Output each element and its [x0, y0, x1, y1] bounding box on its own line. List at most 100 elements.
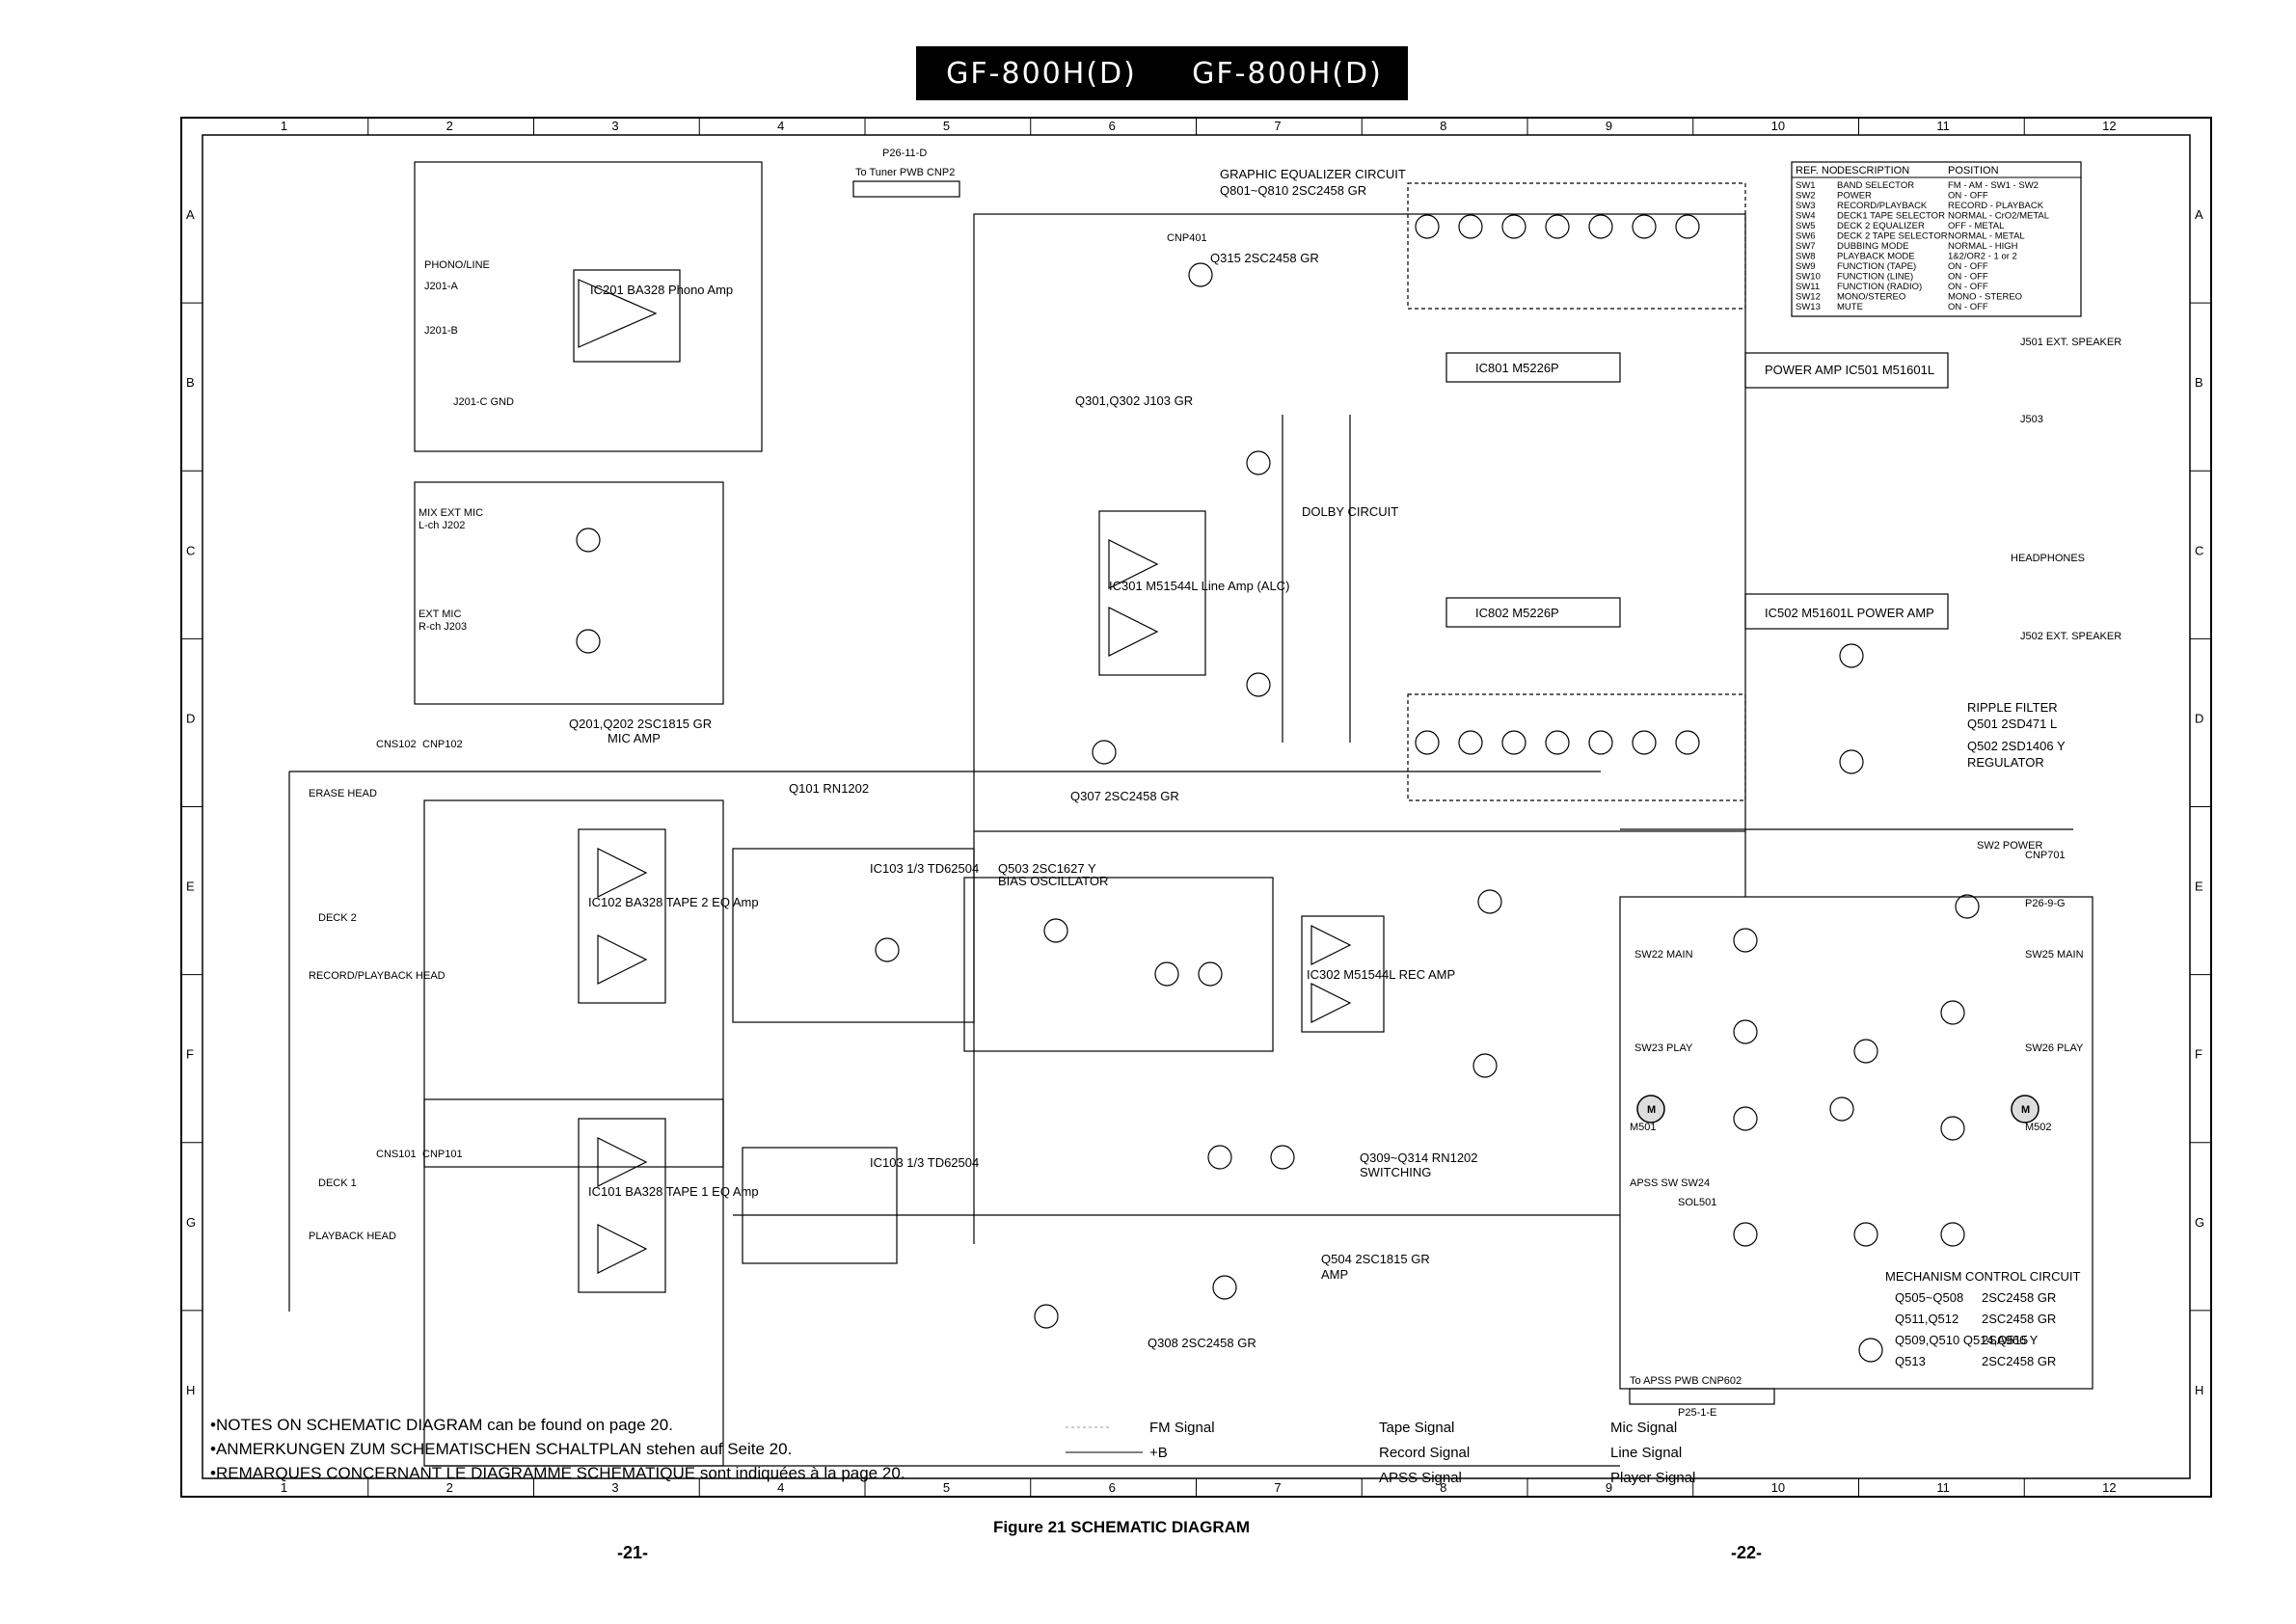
ic301-box [1098, 510, 1206, 676]
ic201-amp [578, 279, 658, 348]
switch-table-cell: FUNCTION (LINE) [1837, 272, 1913, 283]
legend-record: Record Signal [1379, 1445, 1471, 1461]
transistor-symbol [1940, 1222, 1965, 1247]
erase-head-label: ERASE HEAD [309, 788, 377, 799]
m501-motor [1636, 1095, 1665, 1123]
switch-table-cell: FUNCTION (RADIO) [1837, 282, 1922, 292]
grid-row-left: B [186, 375, 195, 390]
mech-row-type: 2SC2458 GR [1982, 1354, 2056, 1368]
mech-row-part: Q513 [1895, 1354, 1926, 1368]
switch-table-cell: DECK 2 EQUALIZER [1837, 221, 1925, 231]
grid-col-top: 12 [2102, 119, 2116, 133]
transistor-symbol [1853, 1222, 1878, 1247]
switch-table-cell: DUBBING MODE [1837, 241, 1908, 252]
grid-col-bottom: 2 [446, 1480, 453, 1495]
transistor-symbol [1415, 730, 1440, 755]
grid-col-top: 1 [281, 119, 287, 133]
transistor-symbol [1588, 214, 1613, 239]
mix-ext-mic-label: MIX EXT MIC [419, 507, 483, 519]
ic801-label: IC801 M5226P [1475, 361, 1559, 375]
j201b-label: J201-B [424, 325, 458, 337]
apss-connector [1629, 1388, 1775, 1405]
transistor-symbol [1092, 740, 1117, 765]
grid-col-top: 6 [1109, 119, 1116, 133]
sw2-label: SW2 POWER [1977, 840, 2043, 852]
cnp101-label: CNP101 [422, 1149, 463, 1160]
regulator-label: REGULATOR [1967, 755, 2044, 770]
grid-row-right: E [2195, 880, 2203, 894]
transistor-symbol [1501, 214, 1526, 239]
switch-table-cell: SW9 [1796, 261, 1816, 272]
switch-table-header: POSITION [1948, 165, 1999, 176]
page-number-right: -22- [1731, 1543, 1763, 1562]
figure-caption: Figure 21 SCHEMATIC DIAGRAM [993, 1518, 1251, 1536]
grid-col-top: 7 [1274, 119, 1281, 133]
grid-row-right: D [2195, 711, 2203, 725]
grid-row-left: G [186, 1215, 196, 1230]
q101-label: Q101 RN1202 [789, 781, 869, 796]
phono-section [414, 161, 763, 452]
grid-col-top: 11 [1936, 119, 1950, 133]
switch-table-cell: FM - AM - SW1 - SW2 [1948, 180, 2039, 191]
ic103-bottom [742, 1147, 898, 1264]
transistor-symbol [1545, 214, 1570, 239]
rec-play-head-label: RECORD/PLAYBACK HEAD [309, 970, 446, 982]
switch-table-cell: ON - OFF [1948, 261, 1988, 272]
mech-row-part: Q509,Q510 Q514,Q515 [1895, 1333, 2028, 1347]
switch-table-cell: SW3 [1796, 201, 1816, 211]
transistor-symbol [1212, 1275, 1237, 1300]
cnp102-label: CNP102 [422, 739, 463, 750]
switch-table-header: DESCRIPTION [1837, 165, 1909, 176]
transistor-symbol [1588, 730, 1613, 755]
transistor-symbol [1940, 1116, 1965, 1141]
page-number-left: -21- [617, 1543, 649, 1562]
grid-row-right: A [2195, 207, 2203, 222]
grid-row-left: A [186, 207, 195, 222]
transistor-symbol [1246, 450, 1271, 475]
switch-table-cell: POWER [1837, 191, 1872, 202]
switch-table-cell: NORMAL - CrO2/METAL [1948, 211, 2049, 222]
cns101-label: CNS101 [376, 1149, 417, 1160]
grid-col-bottom: 12 [2102, 1480, 2116, 1495]
eq-bottom-transistors [1407, 693, 1746, 801]
switch-table-cell: ON - OFF [1948, 272, 1988, 283]
switch-table-cell: SW2 [1796, 191, 1816, 202]
transistor-symbol [1632, 214, 1657, 239]
legend-apss: APSS Signal [1379, 1470, 1462, 1486]
grid-col-bottom: 11 [1936, 1480, 1950, 1495]
grid-row-right: F [2195, 1047, 2202, 1062]
bias-osc-region [963, 877, 1274, 1052]
ic802-box [1445, 597, 1621, 628]
switch-table-cell: FUNCTION (TAPE) [1837, 261, 1916, 272]
mech-row-part: Q505~Q508 [1895, 1290, 1963, 1305]
grid-col-top: 9 [1606, 119, 1612, 133]
q309-label: Q309~Q314 RN1202 [1360, 1150, 1478, 1165]
transistor-symbol [1733, 1222, 1758, 1247]
switch-table-cell: OFF - METAL [1948, 221, 2004, 231]
legend-plusb: +B [1149, 1445, 1168, 1461]
switch-table-cell: ON - OFF [1948, 191, 1988, 202]
j201c-label: J201-C GND [453, 396, 514, 408]
transistor-symbol [1839, 749, 1864, 774]
legend-tape: Tape Signal [1379, 1420, 1455, 1436]
grid-row-left: F [186, 1047, 194, 1062]
j501-label: J501 EXT. SPEAKER [2020, 337, 2121, 348]
grid-row-left: E [186, 880, 195, 894]
m502-label: M502 [2025, 1122, 2052, 1133]
ic301-label: IC301 M51544L Line Amp (ALC) [1109, 579, 1289, 593]
mechanism-region [1619, 896, 2093, 1390]
svg-text:M: M [2021, 1104, 2030, 1116]
transistor-symbol [1415, 214, 1440, 239]
mic-amp-label: MIC AMP [608, 731, 661, 745]
transistor-symbol [1829, 1096, 1854, 1122]
transistor-symbol [576, 528, 601, 553]
switch-table-cell: SW10 [1796, 272, 1821, 283]
grid-row-left: H [186, 1383, 195, 1397]
ic802-label: IC802 M5226P [1475, 606, 1559, 620]
switch-table-cell: SW4 [1796, 211, 1816, 222]
transistor-symbol [1188, 262, 1213, 287]
grid-col-bottom: 9 [1606, 1480, 1612, 1495]
j503-label: J503 [2020, 414, 2043, 425]
sol501-label: SOL501 [1678, 1197, 1716, 1208]
